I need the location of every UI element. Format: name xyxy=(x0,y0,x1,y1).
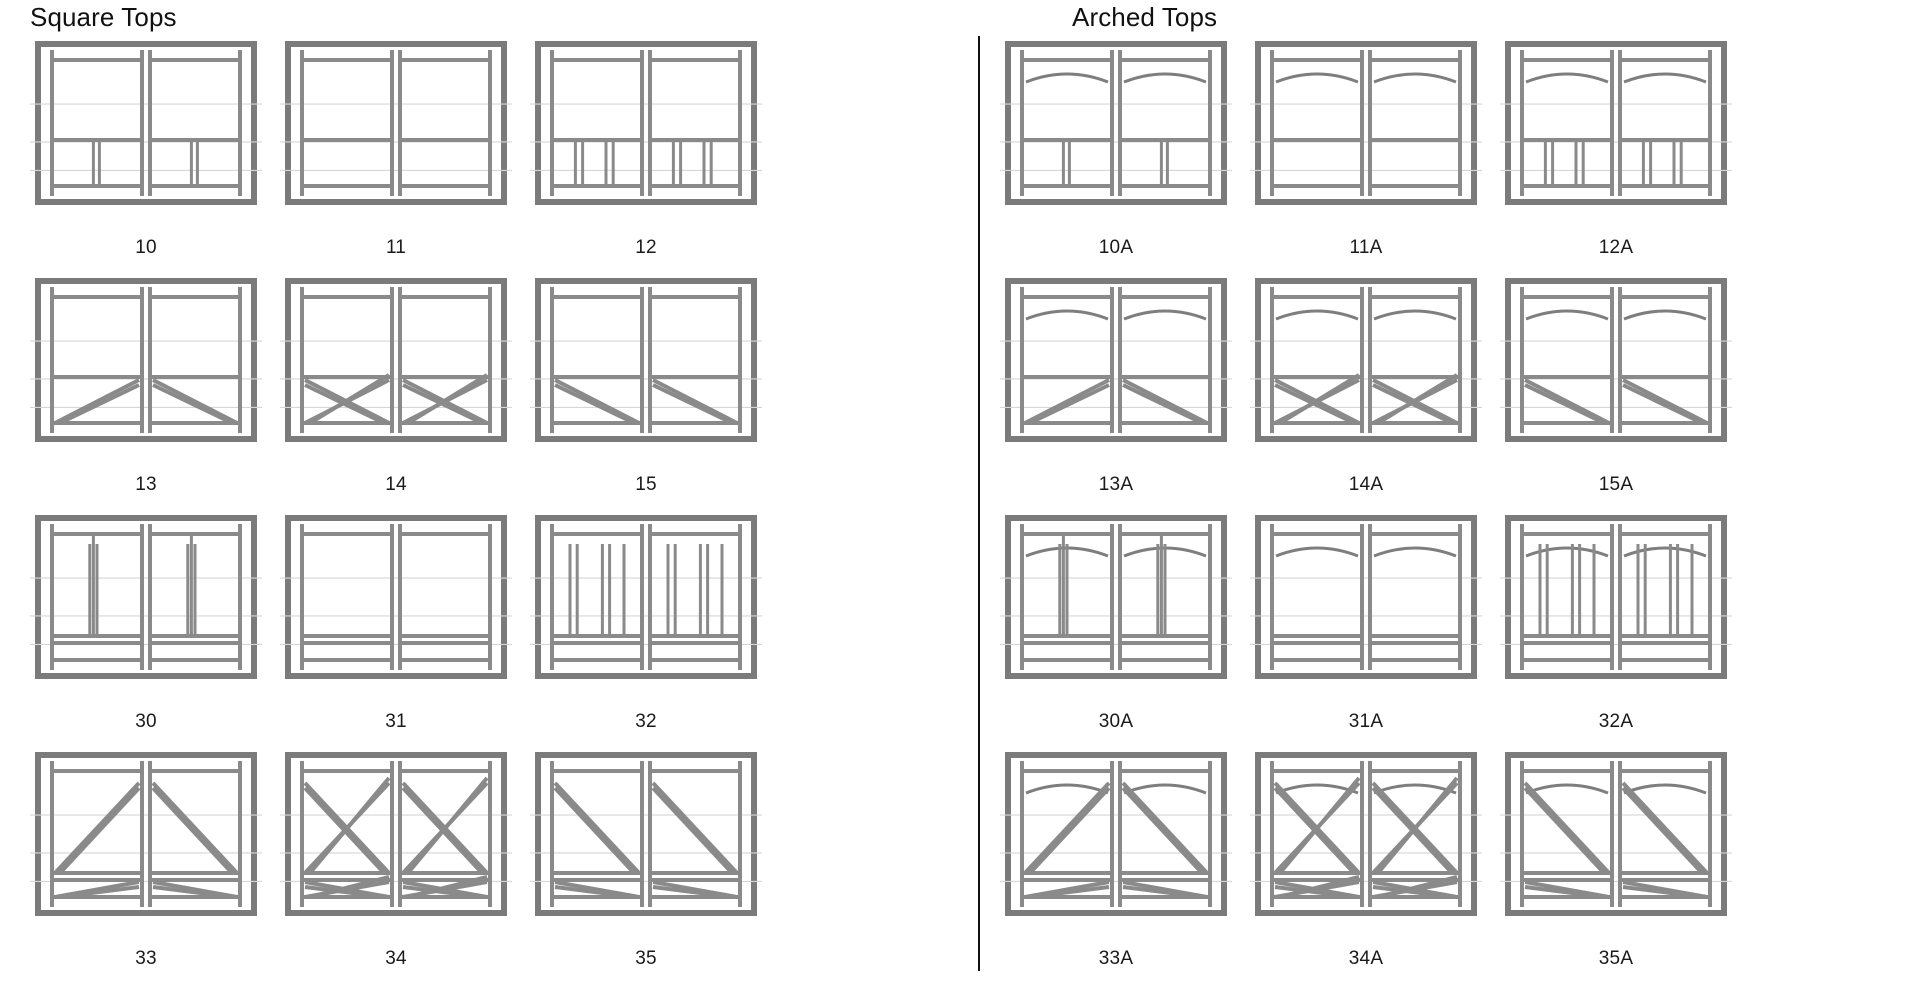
door-label-30A: 30A xyxy=(1098,711,1134,732)
door-style-13A[interactable]: 13A xyxy=(1000,277,1232,496)
door-drawing-13A xyxy=(1000,277,1232,471)
door-drawing-31A xyxy=(1250,514,1482,708)
door-style-30[interactable]: 30 xyxy=(30,514,262,733)
door-drawing-11A xyxy=(1250,40,1482,234)
section-title-square-tops: Square Tops xyxy=(30,2,177,32)
door-label-31: 31 xyxy=(385,711,407,732)
door-label-34: 34 xyxy=(385,948,407,969)
door-style-10A[interactable]: 10A xyxy=(1000,40,1232,259)
door-label-35: 35 xyxy=(635,948,657,969)
door-label-33: 33 xyxy=(135,948,157,969)
door-drawing-34A xyxy=(1250,751,1482,945)
door-label-13A: 13A xyxy=(1098,474,1134,495)
door-drawing-31 xyxy=(280,514,512,708)
door-label-32A: 32A xyxy=(1598,711,1634,732)
door-style-33[interactable]: 33 xyxy=(30,751,262,970)
door-label-13: 13 xyxy=(135,474,157,495)
section-title-arched-tops: Arched Tops xyxy=(1072,2,1218,32)
door-style-33A[interactable]: 33A xyxy=(1000,751,1232,970)
door-label-12: 12 xyxy=(635,237,657,258)
door-label-32: 32 xyxy=(635,711,657,732)
door-label-14A: 14A xyxy=(1348,474,1384,495)
door-style-12[interactable]: 12 xyxy=(530,40,762,259)
door-drawing-14 xyxy=(280,277,512,471)
door-drawing-15 xyxy=(530,277,762,471)
door-style-35[interactable]: 35 xyxy=(530,751,762,970)
section-divider xyxy=(978,36,980,971)
door-drawing-33 xyxy=(30,751,262,945)
door-label-14: 14 xyxy=(385,474,407,495)
door-label-30: 30 xyxy=(135,711,157,732)
door-label-10A: 10A xyxy=(1098,237,1134,258)
door-style-35A[interactable]: 35A xyxy=(1500,751,1732,970)
door-style-13[interactable]: 13 xyxy=(30,277,262,496)
door-style-14A[interactable]: 14A xyxy=(1250,277,1482,496)
door-label-11: 11 xyxy=(385,237,407,258)
door-drawing-32 xyxy=(530,514,762,708)
door-drawing-32A xyxy=(1500,514,1732,708)
door-style-34A[interactable]: 34A xyxy=(1250,751,1482,970)
door-style-15A[interactable]: 15A xyxy=(1500,277,1732,496)
door-label-15: 15 xyxy=(635,474,657,495)
door-label-35A: 35A xyxy=(1598,948,1634,969)
door-style-32A[interactable]: 32A xyxy=(1500,514,1732,733)
door-drawing-35A xyxy=(1500,751,1732,945)
door-label-15A: 15A xyxy=(1598,474,1634,495)
door-drawing-30 xyxy=(30,514,262,708)
door-drawing-10 xyxy=(30,40,262,234)
door-drawing-15A xyxy=(1500,277,1732,471)
door-style-31A[interactable]: 31A xyxy=(1250,514,1482,733)
door-label-10: 10 xyxy=(135,237,157,258)
door-style-10[interactable]: 10 xyxy=(30,40,262,259)
door-style-11[interactable]: 11 xyxy=(280,40,512,259)
door-style-34[interactable]: 34 xyxy=(280,751,512,970)
door-drawing-34 xyxy=(280,751,512,945)
door-style-30A[interactable]: 30A xyxy=(1000,514,1232,733)
door-drawing-11 xyxy=(280,40,512,234)
door-drawing-33A xyxy=(1000,751,1232,945)
door-style-15[interactable]: 15 xyxy=(530,277,762,496)
door-style-32[interactable]: 32 xyxy=(530,514,762,733)
door-label-34A: 34A xyxy=(1348,948,1384,969)
door-style-14[interactable]: 14 xyxy=(280,277,512,496)
door-label-11A: 11A xyxy=(1349,237,1383,258)
door-drawing-13 xyxy=(30,277,262,471)
door-drawing-14A xyxy=(1250,277,1482,471)
door-drawing-12 xyxy=(530,40,762,234)
door-drawing-12A xyxy=(1500,40,1732,234)
door-style-11A[interactable]: 11A xyxy=(1250,40,1482,259)
door-drawing-30A xyxy=(1000,514,1232,708)
door-drawing-10A xyxy=(1000,40,1232,234)
door-label-31A: 31A xyxy=(1348,711,1384,732)
door-style-31[interactable]: 31 xyxy=(280,514,512,733)
door-label-12A: 12A xyxy=(1598,237,1634,258)
door-label-33A: 33A xyxy=(1098,948,1134,969)
door-drawing-35 xyxy=(530,751,762,945)
door-style-12A[interactable]: 12A xyxy=(1500,40,1732,259)
